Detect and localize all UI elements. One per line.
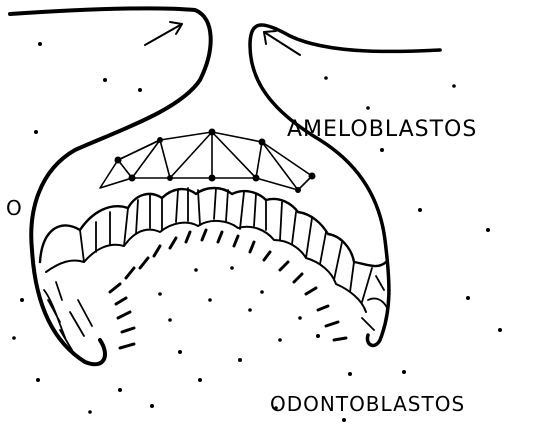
ameloblast-layer-inner (46, 221, 366, 312)
arrow-up-right-icon (145, 22, 182, 45)
odontoblastos-label: ODONTOBLASTOS (270, 392, 465, 416)
arrow-up-left-icon (264, 31, 300, 55)
ameloblastos-label: AMELOBLASTOS (287, 117, 477, 142)
enamel-organ-outline (10, 8, 211, 364)
mesenchyme-dots (12, 42, 502, 422)
odontoblast-row (110, 230, 346, 348)
marker-label: O (6, 196, 23, 220)
